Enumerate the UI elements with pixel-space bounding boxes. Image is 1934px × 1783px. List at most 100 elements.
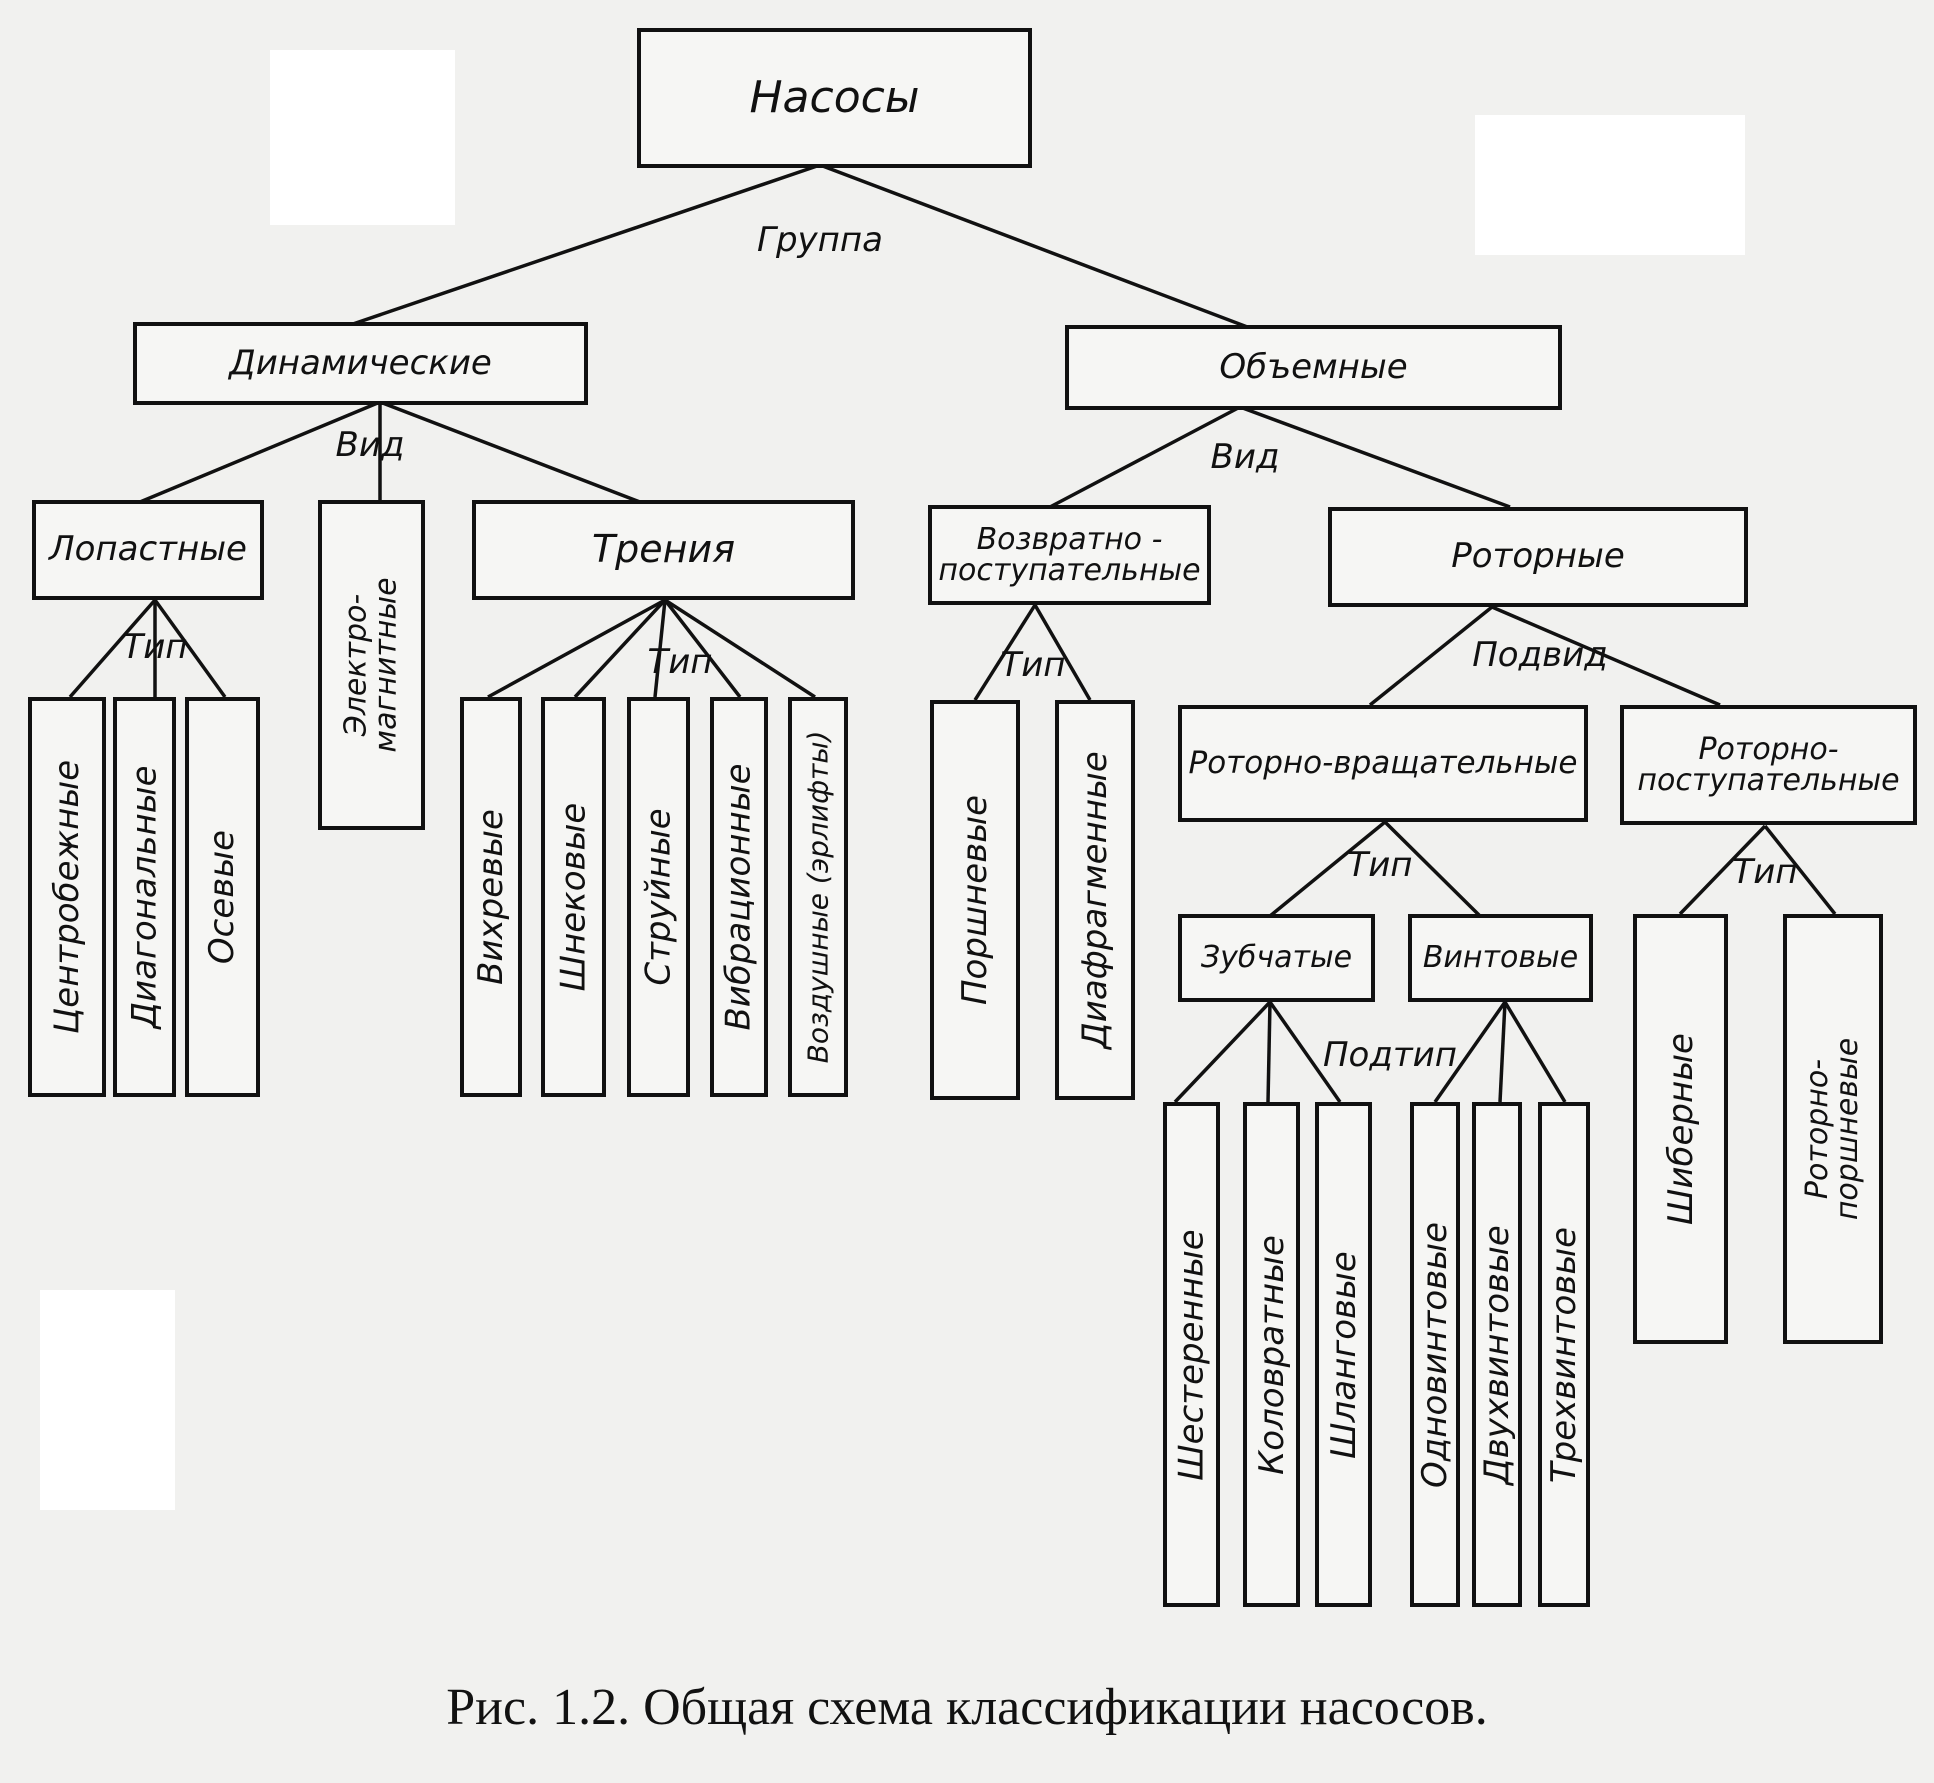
node-vortex-label: Вихревые: [471, 809, 511, 985]
edge-label-subtype: Подтип: [1322, 1035, 1458, 1075]
node-friction-label: Трения: [591, 527, 736, 572]
node-screw-auger: Шнековые: [541, 697, 606, 1097]
blank-patch: [270, 50, 455, 225]
node-hose-label: Шланговые: [1323, 1250, 1364, 1459]
node-diagonal: Диагональные: [113, 697, 176, 1097]
link-translational-vane: [1678, 824, 1767, 916]
node-rotary-piston-label: Роторно- поршневые: [1800, 1037, 1866, 1221]
node-hose: Шланговые: [1315, 1102, 1372, 1607]
node-blade: Лопастные: [32, 500, 264, 600]
node-axial-label: Осевые: [202, 829, 243, 965]
node-screw: Винтовые: [1408, 914, 1593, 1002]
node-kolovratnye: Коловратные: [1243, 1102, 1300, 1607]
node-reciprocating-label: Возвратно - поступательные: [938, 521, 1201, 588]
link-reciprocating-piston: [973, 604, 1037, 701]
node-vane: Шиберные: [1633, 914, 1728, 1344]
node-centrifugal: Центробежные: [28, 697, 106, 1097]
blank-patch: [40, 1290, 175, 1510]
edge-label-type-reciprocating: Тип: [1000, 645, 1066, 685]
node-triple-screw-label: Трехвинтовые: [1544, 1226, 1585, 1483]
link-dynamic-blade: [139, 400, 381, 504]
node-rotary-rotational-label: Роторно-вращательные: [1188, 745, 1578, 782]
link-screw-single: [1433, 1000, 1507, 1104]
link-toothed-gear: [1173, 1000, 1272, 1104]
link-friction-vortex: [487, 598, 666, 699]
link-root-volumetric: [819, 163, 1251, 330]
link-reciprocating-diaphragm: [1033, 604, 1092, 701]
node-rotary-translational-label: Роторно- поступательные: [1637, 731, 1900, 798]
node-rotary-piston: Роторно- поршневые: [1783, 914, 1883, 1344]
node-vortex: Вихревые: [460, 697, 522, 1097]
link-rotational-toothed: [1268, 820, 1387, 918]
node-single-screw-label: Одновинтовые: [1415, 1221, 1456, 1488]
node-reciprocating: Возвратно - поступательные: [928, 505, 1211, 605]
node-friction: Трения: [472, 500, 855, 600]
node-dynamic-label: Динамические: [229, 342, 492, 383]
edge-label-subkind: Подвид: [1472, 635, 1608, 675]
link-blade-axial: [153, 598, 227, 699]
node-toothed: Зубчатые: [1178, 914, 1375, 1002]
link-volumetric-rotary: [1239, 405, 1511, 509]
node-centrifugal-label: Центробежные: [47, 759, 87, 1035]
link-blade-centrifugal: [68, 598, 157, 699]
node-screw-label: Винтовые: [1422, 940, 1579, 976]
node-gear: Шестеренные: [1163, 1102, 1220, 1607]
node-airlift-label: Воздушные (эрлифты): [801, 730, 835, 1064]
link-translational-rotarypiston: [1763, 824, 1837, 916]
node-airlift: Воздушные (эрлифты): [788, 697, 848, 1097]
node-vibration-label: Вибрационные: [719, 763, 760, 1031]
node-volumetric: Объемные: [1065, 325, 1562, 410]
link-toothed-kolovratnye: [1266, 1001, 1272, 1103]
node-vibration: Вибрационные: [710, 697, 768, 1097]
node-electromagnetic: Электро- магнитные: [318, 500, 425, 830]
node-screw-auger-label: Шнековые: [553, 802, 594, 992]
edge-label-type-friction: Тип: [647, 642, 713, 682]
node-blade-label: Лопастные: [49, 529, 247, 570]
node-piston-label: Поршневые: [955, 794, 996, 1006]
link-root-dynamic: [349, 163, 821, 327]
link-screw-twin: [1498, 1001, 1507, 1103]
node-twin-screw-label: Двухвинтовые: [1477, 1224, 1517, 1485]
link-screw-triple: [1503, 1001, 1567, 1103]
edge-label-type-blade: Тип: [122, 627, 188, 667]
node-diaphragm-label: Диафрагменные: [1075, 751, 1116, 1049]
link-friction-vibration: [663, 598, 742, 699]
node-vane-label: Шиберные: [1660, 1033, 1701, 1225]
node-toothed-label: Зубчатые: [1200, 940, 1353, 976]
node-axial: Осевые: [185, 697, 260, 1097]
node-volumetric-label: Объемные: [1219, 346, 1408, 387]
node-rotary: Роторные: [1328, 507, 1748, 607]
blank-patch: [1475, 115, 1745, 255]
link-friction-jet: [653, 599, 667, 698]
node-twin-screw: Двухвинтовые: [1472, 1102, 1522, 1607]
node-piston: Поршневые: [930, 700, 1020, 1100]
link-toothed-hose: [1268, 1000, 1342, 1104]
node-rotary-rotational: Роторно-вращательные: [1178, 705, 1588, 822]
link-rotary-translational: [1491, 605, 1721, 707]
node-rotary-label: Роторные: [1451, 536, 1625, 577]
link-volumetric-reciprocating: [1049, 405, 1241, 509]
node-rotary-translational: Роторно- поступательные: [1620, 705, 1917, 825]
link-friction-airlift: [664, 598, 816, 699]
node-root: Насосы: [637, 28, 1032, 168]
node-root-label: Насосы: [749, 71, 920, 123]
figure-caption: Рис. 1.2. Общая схема классификации насо…: [446, 1679, 1488, 1736]
link-rotary-rotational: [1368, 605, 1494, 707]
node-triple-screw: Трехвинтовые: [1538, 1102, 1590, 1607]
node-electromagnetic-label: Электро- магнитные: [338, 577, 404, 753]
link-rotational-screw: [1383, 820, 1482, 918]
node-jet-label: Струйные: [638, 808, 679, 986]
node-gear-label: Шестеренные: [1171, 1228, 1212, 1481]
edge-label-kind-right: Вид: [1210, 437, 1280, 477]
node-single-screw: Одновинтовые: [1410, 1102, 1460, 1607]
edge-label-type-translational: Тип: [1732, 852, 1798, 892]
edge-label-group: Группа: [757, 220, 883, 260]
link-friction-auger: [573, 598, 667, 699]
node-diagonal-label: Диагональные: [124, 765, 165, 1029]
link-dynamic-friction: [379, 400, 641, 504]
node-jet: Струйные: [627, 697, 690, 1097]
node-kolovratnye-label: Коловратные: [1251, 1234, 1292, 1475]
edge-label-kind-left: Вид: [335, 425, 405, 465]
